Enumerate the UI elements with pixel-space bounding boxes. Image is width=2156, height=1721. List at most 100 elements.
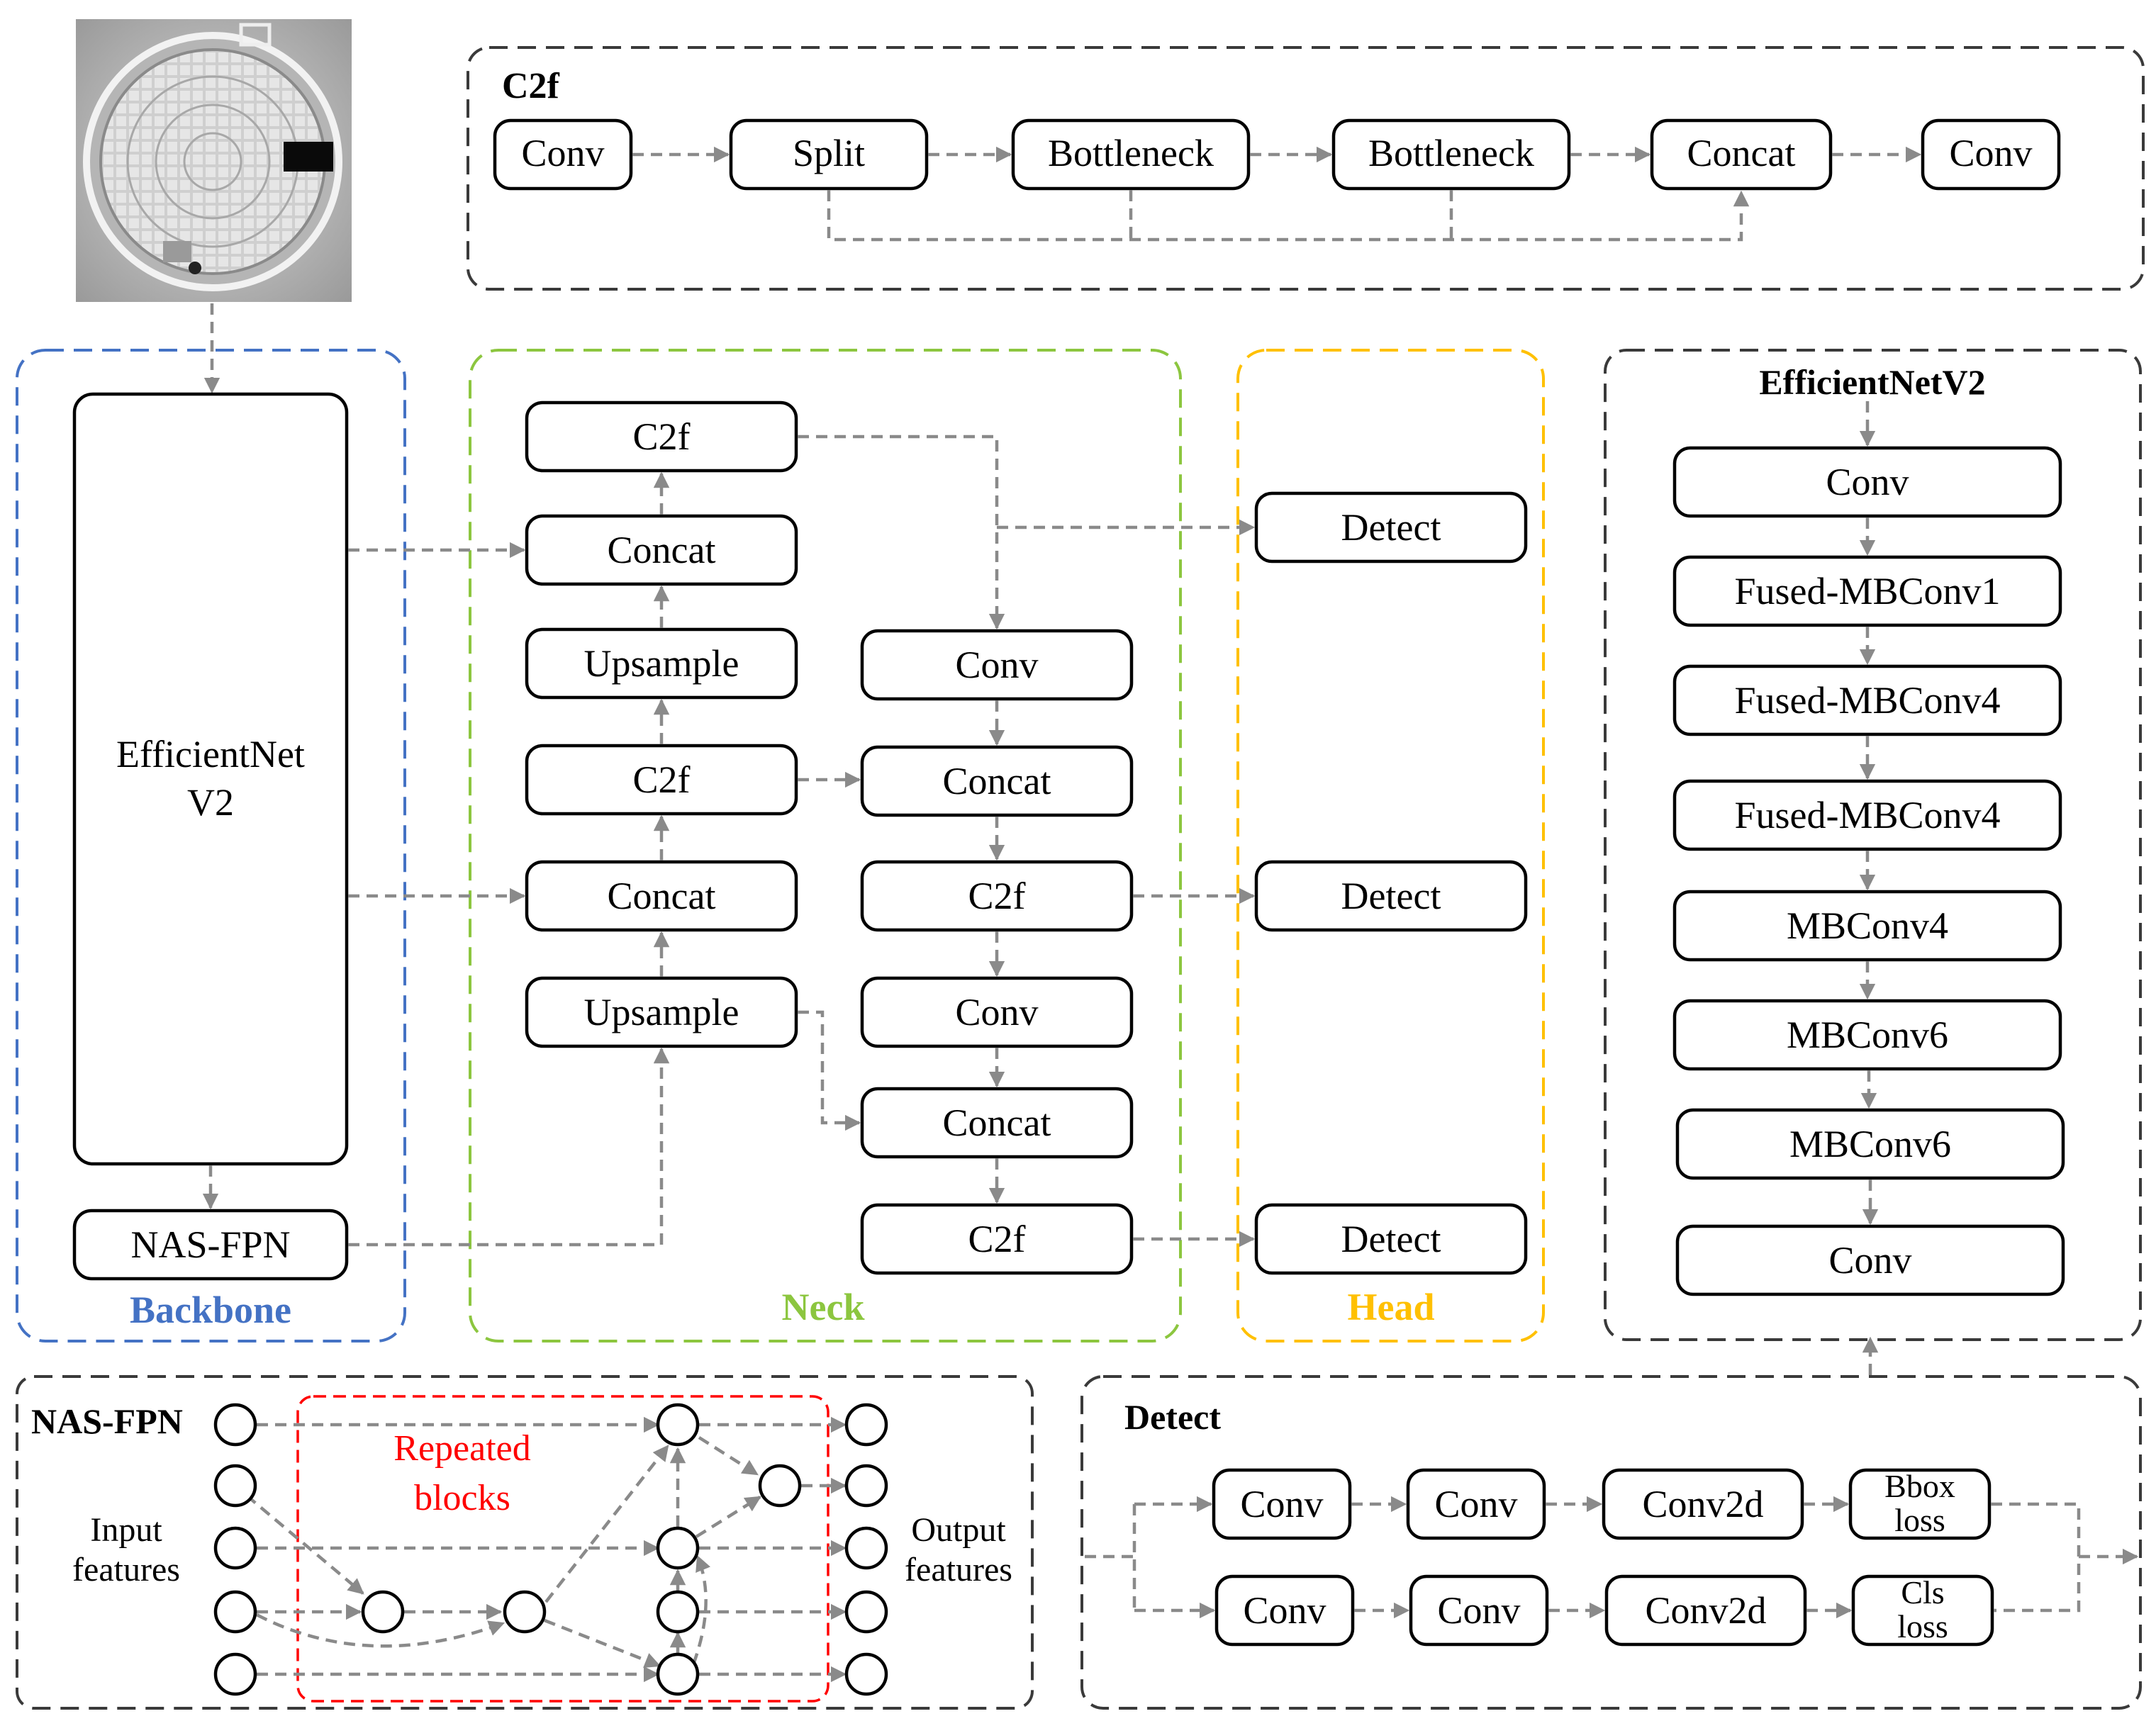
c2f-node-bottleneck-2: Bottleneck	[1331, 118, 1571, 191]
svg-text:Conv: Conv	[521, 132, 604, 174]
neck-right-conv-mid: Conv	[860, 976, 1134, 1048]
svg-text:C2f: C2f	[633, 415, 691, 458]
input-node-4	[213, 1590, 257, 1634]
inner-node-f	[656, 1590, 700, 1634]
svg-text:Cls: Cls	[1901, 1574, 1944, 1610]
neck-panel: C2f Concat Upsample C2f Concat Upsample …	[469, 349, 1182, 1342]
svg-text:Concat: Concat	[608, 875, 716, 917]
env2-layer-mbconv4: MBConv4	[1672, 890, 2062, 962]
input-node-3	[213, 1526, 257, 1570]
output-features-label-1: Output	[911, 1511, 1006, 1549]
nas-fpn-title: NAS-FPN	[31, 1401, 183, 1441]
detect-cls-loss: Cls loss	[1851, 1574, 1994, 1647]
svg-text:Upsample: Upsample	[584, 991, 739, 1033]
svg-text:V2: V2	[187, 781, 234, 824]
inner-node-b	[503, 1590, 547, 1634]
neck-label: Neck	[782, 1286, 865, 1328]
env2-layer-conv-in: Conv	[1672, 446, 2062, 518]
svg-text:Detect: Detect	[1341, 506, 1441, 549]
output-features-label-2: features	[905, 1551, 1012, 1588]
env2-layer-fused-mbconv4-b: Fused-MBConv4	[1672, 779, 2062, 851]
svg-text:EfficientNet: EfficientNet	[116, 733, 305, 775]
env2-layer-fused-mbconv4-a: Fused-MBConv4	[1672, 664, 2062, 736]
svg-text:C2f: C2f	[968, 1218, 1026, 1260]
inner-node-a	[361, 1590, 405, 1634]
input-features-label-2: features	[72, 1551, 180, 1588]
inner-node-d	[758, 1464, 802, 1508]
output-node-5	[844, 1652, 888, 1696]
env2-layer-mbconv6-a: MBConv6	[1672, 999, 2062, 1071]
neck-right-c2f-mid: C2f	[860, 860, 1134, 932]
svg-text:Split: Split	[793, 132, 865, 174]
svg-text:C2f: C2f	[633, 758, 691, 801]
efficientnetv2-title: EfficientNetV2	[1759, 362, 1985, 402]
c2f-node-bottleneck-1: Bottleneck	[1011, 118, 1251, 191]
svg-text:C2f: C2f	[968, 875, 1026, 917]
c2f-node-split: Split	[729, 118, 929, 191]
svg-text:Upsample: Upsample	[584, 642, 739, 685]
output-node-4	[844, 1590, 888, 1634]
svg-text:Conv: Conv	[1243, 1589, 1326, 1632]
output-node-3	[844, 1526, 888, 1570]
svg-text:Bottleneck: Bottleneck	[1368, 132, 1534, 174]
svg-text:Conv: Conv	[1949, 132, 2032, 174]
nas-fpn-block: NAS-FPN	[72, 1209, 349, 1281]
efficientnet-v2-block: EfficientNet V2	[72, 392, 349, 1166]
detect-title: Detect	[1124, 1397, 1221, 1437]
input-features-label-1: Input	[90, 1511, 162, 1549]
neck-left-upsample-top: Upsample	[525, 627, 798, 700]
repeated-blocks-label-1: Repeated	[393, 1428, 530, 1469]
backbone-label: Backbone	[130, 1289, 291, 1331]
neck-left-c2f-mid: C2f	[525, 744, 798, 816]
repeated-blocks-label-2: blocks	[414, 1478, 510, 1518]
inner-node-e	[656, 1526, 700, 1570]
neck-right-concat-top: Concat	[860, 745, 1134, 817]
svg-text:loss: loss	[1894, 1502, 1945, 1538]
nas-fpn-detail-panel: NAS-FPN Repeated blocks Input features O…	[16, 1375, 1034, 1710]
c2f-node-conv-out: Conv	[1921, 118, 2061, 191]
svg-text:loss: loss	[1897, 1608, 1948, 1644]
svg-text:Conv: Conv	[955, 991, 1038, 1033]
output-node-1	[844, 1403, 888, 1447]
env2-layer-fused-mbconv1: Fused-MBConv1	[1672, 555, 2062, 627]
svg-text:NAS-FPN: NAS-FPN	[130, 1223, 290, 1266]
head-panel: Detect Detect Detect Head	[1236, 349, 1545, 1342]
c2f-node-conv-in: Conv	[493, 118, 633, 191]
svg-text:MBConv6: MBConv6	[1789, 1123, 1951, 1165]
svg-text:Conv: Conv	[1826, 461, 1909, 503]
svg-text:Conv2d: Conv2d	[1645, 1589, 1766, 1632]
svg-text:Conv: Conv	[1434, 1483, 1517, 1525]
detect-row1-conv2d: Conv2d	[1602, 1468, 1804, 1540]
neck-right-c2f-bottom: C2f	[860, 1203, 1134, 1275]
c2f-node-concat: Concat	[1650, 118, 1833, 191]
svg-text:Bbox: Bbox	[1884, 1468, 1955, 1504]
neck-left-upsample-bottom: Upsample	[525, 976, 798, 1048]
neck-right-conv-top: Conv	[860, 629, 1134, 701]
detect-detail-panel: Detect Conv Conv Conv2d Bbox loss Conv C…	[1080, 1375, 2142, 1710]
inner-node-c	[656, 1403, 700, 1447]
svg-text:Concat: Concat	[1687, 132, 1796, 174]
detect-row2-conv-2: Conv	[1409, 1574, 1549, 1647]
svg-text:Fused-MBConv1: Fused-MBConv1	[1734, 570, 2000, 612]
svg-text:Conv: Conv	[1437, 1589, 1520, 1632]
detect-row1-conv-2: Conv	[1406, 1468, 1546, 1540]
detect-row2-conv2d: Conv2d	[1604, 1574, 1807, 1647]
svg-text:Detect: Detect	[1341, 875, 1441, 917]
neck-left-c2f-top: C2f	[525, 400, 798, 473]
input-image	[76, 19, 352, 302]
detect-row2-conv-1: Conv	[1214, 1574, 1355, 1647]
neck-left-concat-mid: Concat	[525, 860, 798, 932]
svg-text:Concat: Concat	[608, 529, 716, 571]
head-detect-1: Detect	[1254, 491, 1528, 564]
input-node-1	[213, 1403, 257, 1447]
svg-text:MBConv6: MBConv6	[1787, 1014, 1948, 1056]
svg-text:Fused-MBConv4: Fused-MBConv4	[1734, 679, 2000, 722]
svg-text:Concat: Concat	[943, 1101, 1051, 1144]
svg-text:Bottleneck: Bottleneck	[1048, 132, 1214, 174]
backbone-panel: EfficientNet V2 NAS-FPN Backbone	[16, 349, 406, 1342]
svg-text:Conv: Conv	[1828, 1239, 1911, 1282]
head-detect-3: Detect	[1254, 1203, 1528, 1275]
neck-right-concat-bottom: Concat	[860, 1087, 1134, 1159]
c2f-title: C2f	[502, 66, 560, 106]
